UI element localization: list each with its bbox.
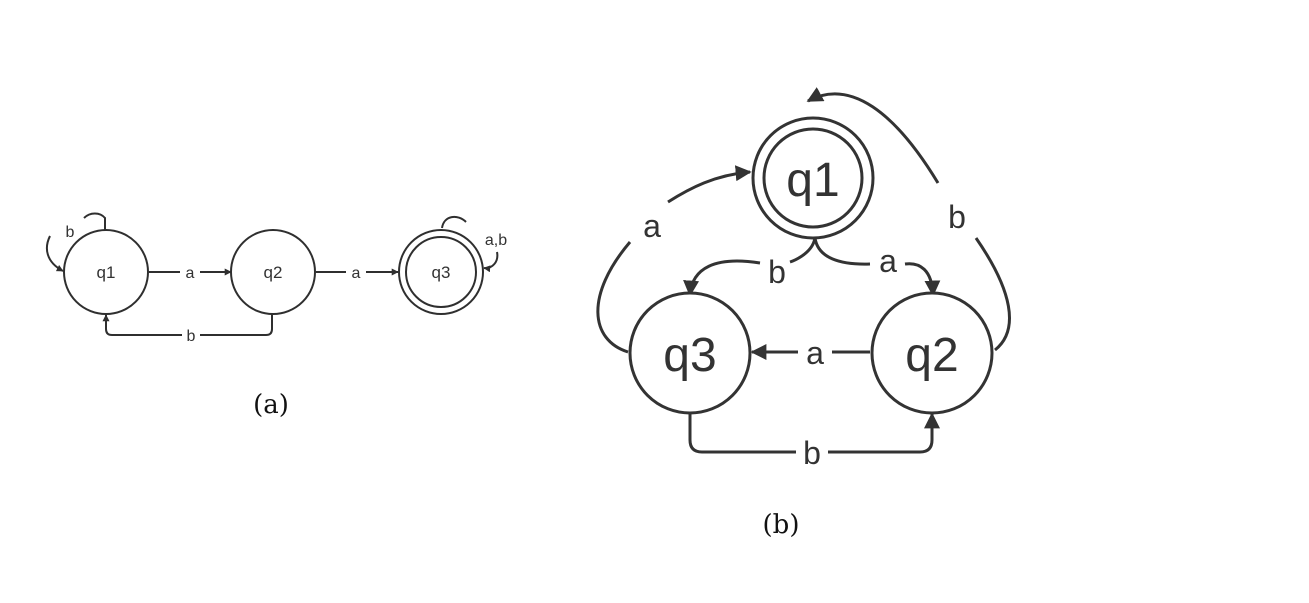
edge-b-q2-q1-label: b xyxy=(948,199,966,235)
edge-a-q1-q2-label: a xyxy=(186,265,195,282)
diagram-a: q1 q2 q3 b a a b a,b (a) xyxy=(45,212,507,420)
state-b-q3: q3 xyxy=(628,291,752,415)
state-b-q2-label: q2 xyxy=(905,329,958,382)
edge-b-q3-q1-label: a xyxy=(643,208,661,244)
edge-a-q3-self xyxy=(441,215,499,268)
edge-b-q2-q1 xyxy=(808,94,1011,352)
edge-a-q1-self xyxy=(45,212,106,272)
edge-b-q3-q2 xyxy=(688,412,932,454)
edge-b-q1-q2-label: a xyxy=(879,243,897,279)
edge-b-q1-q3 xyxy=(690,237,817,295)
edge-b-q3-q1 xyxy=(596,172,750,354)
edge-b-q1-q2 xyxy=(813,237,933,295)
caption-a: (a) xyxy=(253,390,289,420)
state-b-q1-label: q1 xyxy=(786,154,839,207)
edge-b-q3-q2-label: b xyxy=(803,435,821,471)
state-a-q1: q1 xyxy=(63,229,149,315)
edge-a-q1-self-label: b xyxy=(66,224,75,241)
edge-b-q1-q3-label: b xyxy=(768,254,786,290)
caption-b: (b) xyxy=(763,510,800,540)
edge-b-q2-q3-label: a xyxy=(806,335,824,371)
edge-a-q2-q3-label: a xyxy=(352,265,361,282)
diagram-b: q1 q2 q3 a b b a a b (b) xyxy=(596,94,1011,540)
edge-a-q2-q1-label: b xyxy=(187,328,196,345)
edge-a-q3-self-label: a,b xyxy=(485,232,507,249)
state-a-q3-label: q3 xyxy=(432,263,451,282)
state-a-q2-label: q2 xyxy=(264,263,283,282)
state-b-q3-label: q3 xyxy=(663,329,716,382)
edge-a-q2-q1 xyxy=(106,314,273,336)
state-a-q1-label: q1 xyxy=(97,263,116,282)
state-a-q3: q3 xyxy=(398,229,484,315)
state-a-q2: q2 xyxy=(230,229,316,315)
state-b-q1: q1 xyxy=(751,116,875,240)
state-b-q2: q2 xyxy=(870,291,994,415)
